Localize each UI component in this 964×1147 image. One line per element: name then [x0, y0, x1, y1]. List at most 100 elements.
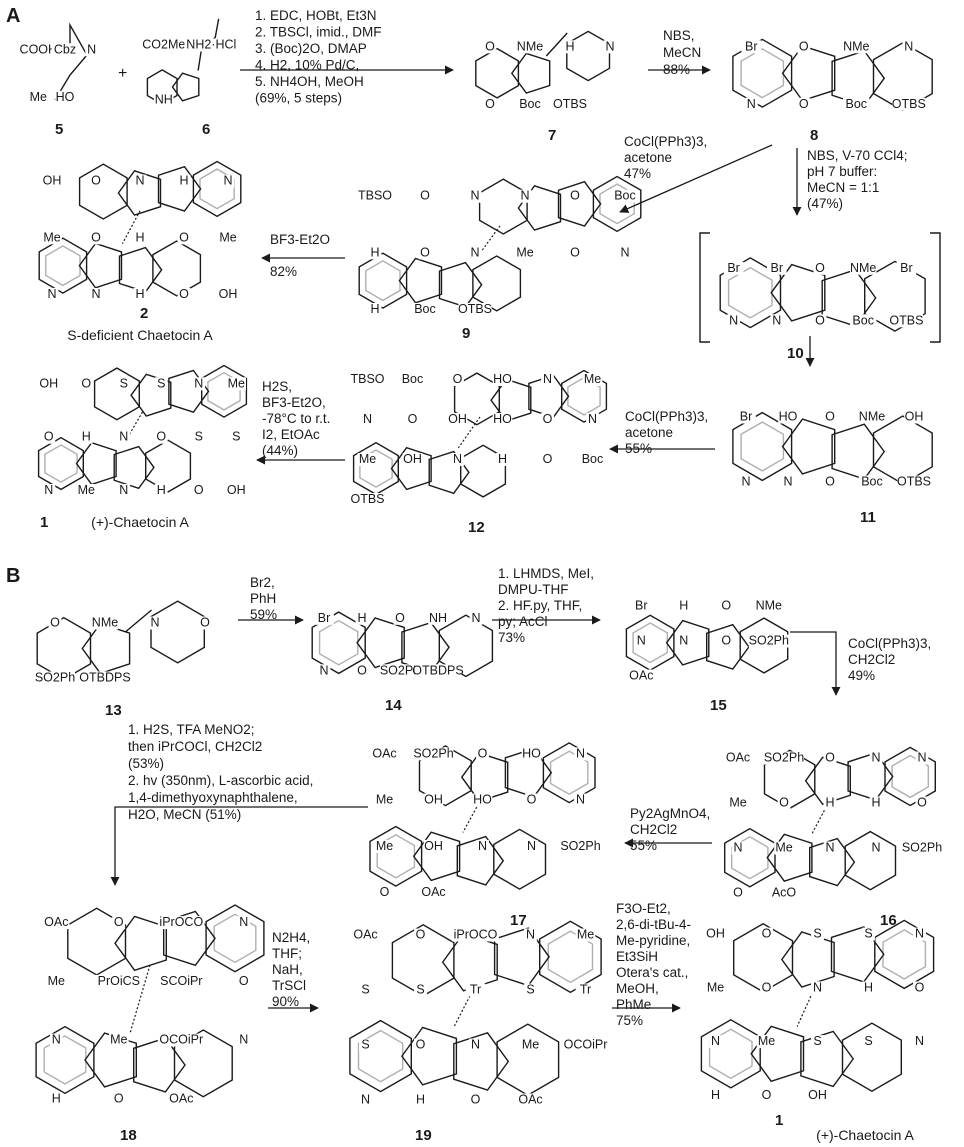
condition-line: NaH, — [272, 962, 303, 977]
atom-label-backdrop — [42, 484, 56, 497]
atom-label: OTBS — [897, 475, 931, 489]
atom-label-backdrop — [904, 410, 924, 424]
condition-line: py; AcCl — [498, 614, 548, 629]
atom-label-backdrop — [524, 983, 537, 997]
atom-label: NMe — [756, 599, 782, 613]
atom-label: N — [47, 287, 56, 301]
diketopiperazine-ring — [93, 367, 141, 421]
plus-sign: + — [118, 65, 127, 82]
atom-label: NMe — [850, 261, 876, 275]
atom-label: Me — [228, 376, 245, 390]
atom-label-backdrop — [79, 377, 93, 391]
condition-line: pH 7 buffer: — [807, 164, 877, 179]
atom-label: N — [605, 39, 614, 53]
atom-label-backdrop — [774, 841, 794, 855]
compound-labels: 5 6 7 8 9 2 10 11 12 1 13 14 15 16 17 18… — [40, 121, 897, 1144]
condition-line: 55% — [630, 838, 657, 853]
aromatic-inner-ring — [357, 1029, 404, 1083]
atom-label-backdrop — [575, 983, 596, 997]
atom-label-backdrop — [723, 261, 744, 275]
atom-label: H — [82, 430, 91, 444]
atom-label: O — [91, 230, 101, 244]
atom-label: H — [135, 287, 144, 301]
conditions-s5: NBS, V-70 CCl4;pH 7 buffer:MeCN = 1:1(47… — [807, 148, 908, 211]
diketopiperazine-ring — [493, 828, 547, 890]
atom-label: Me — [516, 245, 533, 259]
atom-label: O — [825, 475, 835, 489]
caption-s-deficient-chaetocin: S-deficient Chaetocin A — [67, 327, 213, 343]
atom-label: H — [711, 1088, 720, 1102]
condition-line: 73% — [498, 630, 525, 645]
condition-line: CH2Cl2 — [848, 652, 895, 667]
atom-label-backdrop — [850, 314, 877, 328]
atom-label: O — [917, 796, 927, 810]
atom-label: HO — [493, 412, 512, 426]
atom-label: OAc — [44, 915, 68, 929]
atom-label: O — [420, 245, 430, 259]
atom-label-backdrop — [177, 174, 191, 188]
atom-label: S — [120, 376, 128, 390]
atom-label: S — [813, 1034, 821, 1048]
atom-label-backdrop — [374, 793, 395, 807]
five-membered-ring — [162, 910, 216, 967]
panel-a-label: A — [6, 5, 20, 27]
atom-label-backdrop — [823, 796, 837, 810]
linker-bond — [545, 32, 568, 57]
atom-label-backdrop — [423, 839, 444, 853]
atom-label: O — [453, 372, 463, 386]
aromatic-inner-ring — [549, 750, 589, 796]
atom-label-backdrop — [42, 174, 62, 188]
atom-label-backdrop — [520, 1038, 541, 1052]
atom-label: Boc — [846, 97, 868, 111]
atom-label: Br — [771, 261, 784, 275]
five-membered-ring — [528, 374, 570, 419]
atom-label-backdrop — [221, 174, 235, 188]
atom-label-backdrop — [411, 303, 439, 316]
atom-label: N — [917, 751, 926, 765]
atom-label: PrOiCS — [98, 974, 140, 988]
atom-label-backdrop — [21, 43, 55, 57]
atom-label-backdrop — [518, 189, 532, 203]
condition-line: 82% — [270, 264, 297, 279]
intermediate-brackets — [699, 232, 941, 343]
atom-label-backdrop — [525, 793, 538, 807]
atom-label: N — [772, 313, 781, 327]
atom-label: Me — [584, 372, 601, 386]
atom-label: O — [420, 189, 430, 203]
atom-label-backdrop — [109, 1033, 129, 1047]
five-membered-ring — [390, 446, 432, 491]
atom-label: SO2Ph — [749, 634, 789, 648]
atom-label: SO2Ph — [413, 746, 453, 760]
condition-line: PhMe — [616, 997, 651, 1012]
condition-line: 2. HF.py, THF, — [498, 598, 582, 613]
atom-label-backdrop — [574, 793, 587, 807]
atom-label-backdrop — [154, 484, 168, 497]
condition-line: THF; — [272, 946, 302, 961]
atom-label-backdrop — [719, 599, 733, 613]
aromatic-inner-ring — [44, 444, 78, 483]
atom-label: OH — [227, 483, 246, 497]
atom-label-backdrop — [359, 983, 372, 997]
atom-label: NH — [429, 611, 447, 625]
atom-label: Tr — [580, 983, 591, 997]
atom-label-backdrop — [237, 974, 251, 988]
atom-label-backdrop — [458, 303, 492, 316]
atom-label-backdrop — [541, 413, 554, 426]
atom-label-backdrop — [709, 1088, 722, 1102]
atom-label-backdrop — [736, 410, 756, 424]
atom-label-backdrop — [913, 927, 926, 941]
atom-label: NMe — [843, 39, 869, 53]
atom-label-backdrop — [35, 671, 75, 685]
atom-label: N — [588, 412, 597, 426]
atom-label: N — [871, 751, 880, 765]
atom-label: Br — [745, 39, 758, 53]
atom-label-backdrop — [157, 974, 205, 988]
compound-number-1-b: 1 — [775, 1112, 783, 1129]
atom-label: N — [526, 928, 535, 942]
atom-label: N — [239, 915, 248, 929]
